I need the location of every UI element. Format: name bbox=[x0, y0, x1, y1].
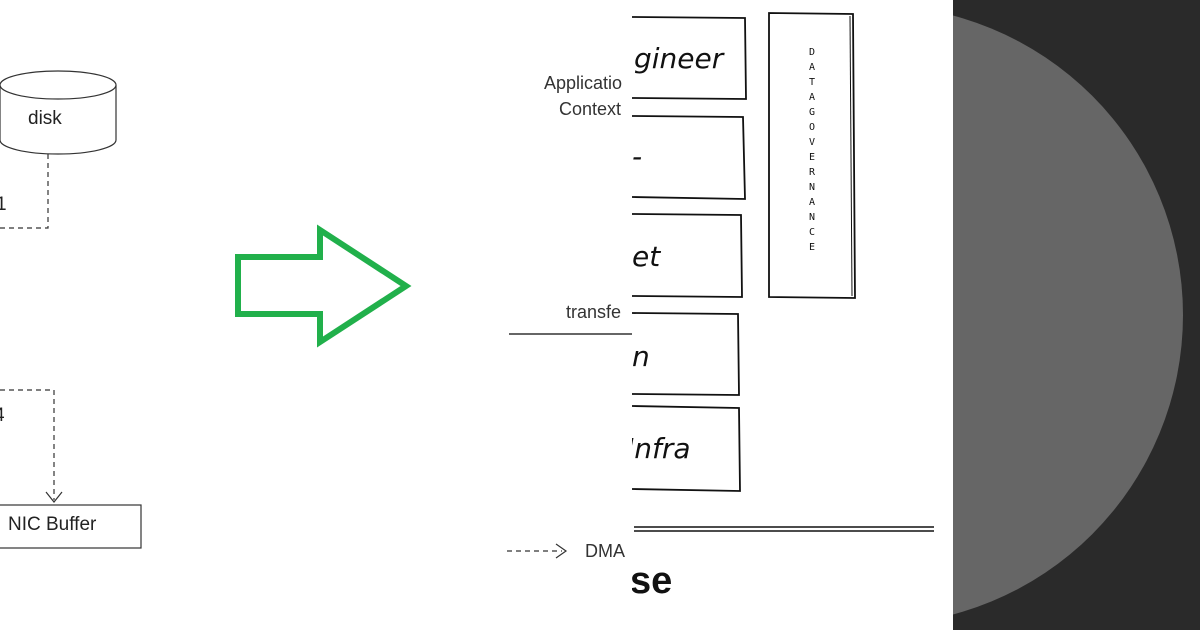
legend-label: DMA bbox=[585, 541, 625, 561]
stack-box-4 bbox=[632, 312, 740, 396]
governance-letter: V bbox=[808, 137, 816, 148]
left-diagram: disk 1 4 NIC Buffer bbox=[0, 0, 500, 630]
nic-buffer-box bbox=[0, 504, 142, 549]
footer-line bbox=[634, 526, 934, 532]
stack-box-label-5: Infra bbox=[632, 432, 691, 465]
governance-letter: O bbox=[808, 122, 816, 133]
governance-letter: T bbox=[808, 77, 816, 88]
step-number-top: 1 bbox=[0, 194, 7, 215]
governance-letter: N bbox=[808, 212, 816, 223]
stack-box-2 bbox=[632, 115, 746, 200]
context-label-line2: Context bbox=[559, 99, 622, 119]
stack-box-5 bbox=[632, 405, 741, 492]
decorative-circle bbox=[953, 5, 1183, 625]
governance-letter: E bbox=[808, 152, 816, 163]
disk-label: disk bbox=[28, 108, 62, 129]
middle-diagram-drawing bbox=[507, 333, 640, 559]
dashed-connector-top bbox=[0, 154, 49, 229]
governance-letter: R bbox=[808, 167, 816, 178]
context-label-line1: Applicatio bbox=[544, 73, 623, 93]
governance-letter: D bbox=[808, 47, 816, 58]
governance-box bbox=[768, 12, 856, 299]
transfer-label: transfe bbox=[566, 302, 622, 322]
dashed-connector-bottom bbox=[0, 389, 55, 500]
governance-letter: A bbox=[808, 92, 816, 103]
governance-letter: G bbox=[808, 107, 816, 118]
arrowhead-down-icon bbox=[45, 491, 63, 503]
stack-box-label-2: - bbox=[632, 140, 643, 173]
right-arrow-icon bbox=[235, 224, 412, 348]
decorative-dark-panel bbox=[953, 0, 1200, 630]
stack-box-label-1: gineer bbox=[634, 42, 724, 75]
governance-letter: A bbox=[808, 62, 816, 73]
left-diagram-drawing bbox=[0, 70, 142, 549]
governance-letter: A bbox=[808, 197, 816, 208]
nic-buffer-label: NIC Buffer bbox=[8, 514, 97, 535]
stack-box-label-4: n bbox=[632, 340, 650, 373]
footer-title: se bbox=[632, 560, 673, 602]
middle-diagram: Applicatio Context transfe DMA bbox=[500, 0, 640, 630]
governance-letter: C bbox=[808, 227, 816, 238]
governance-letter: E bbox=[808, 242, 816, 253]
stack-box-3 bbox=[632, 213, 743, 298]
governance-letter: N bbox=[808, 182, 816, 193]
stack-box-label-3: et bbox=[632, 240, 661, 273]
step-number-bottom: 4 bbox=[0, 405, 5, 427]
disk-shape bbox=[0, 70, 117, 155]
sketch-drawing bbox=[632, 12, 934, 532]
stack-box-1 bbox=[632, 16, 747, 100]
legend-arrowhead-icon bbox=[555, 543, 568, 559]
